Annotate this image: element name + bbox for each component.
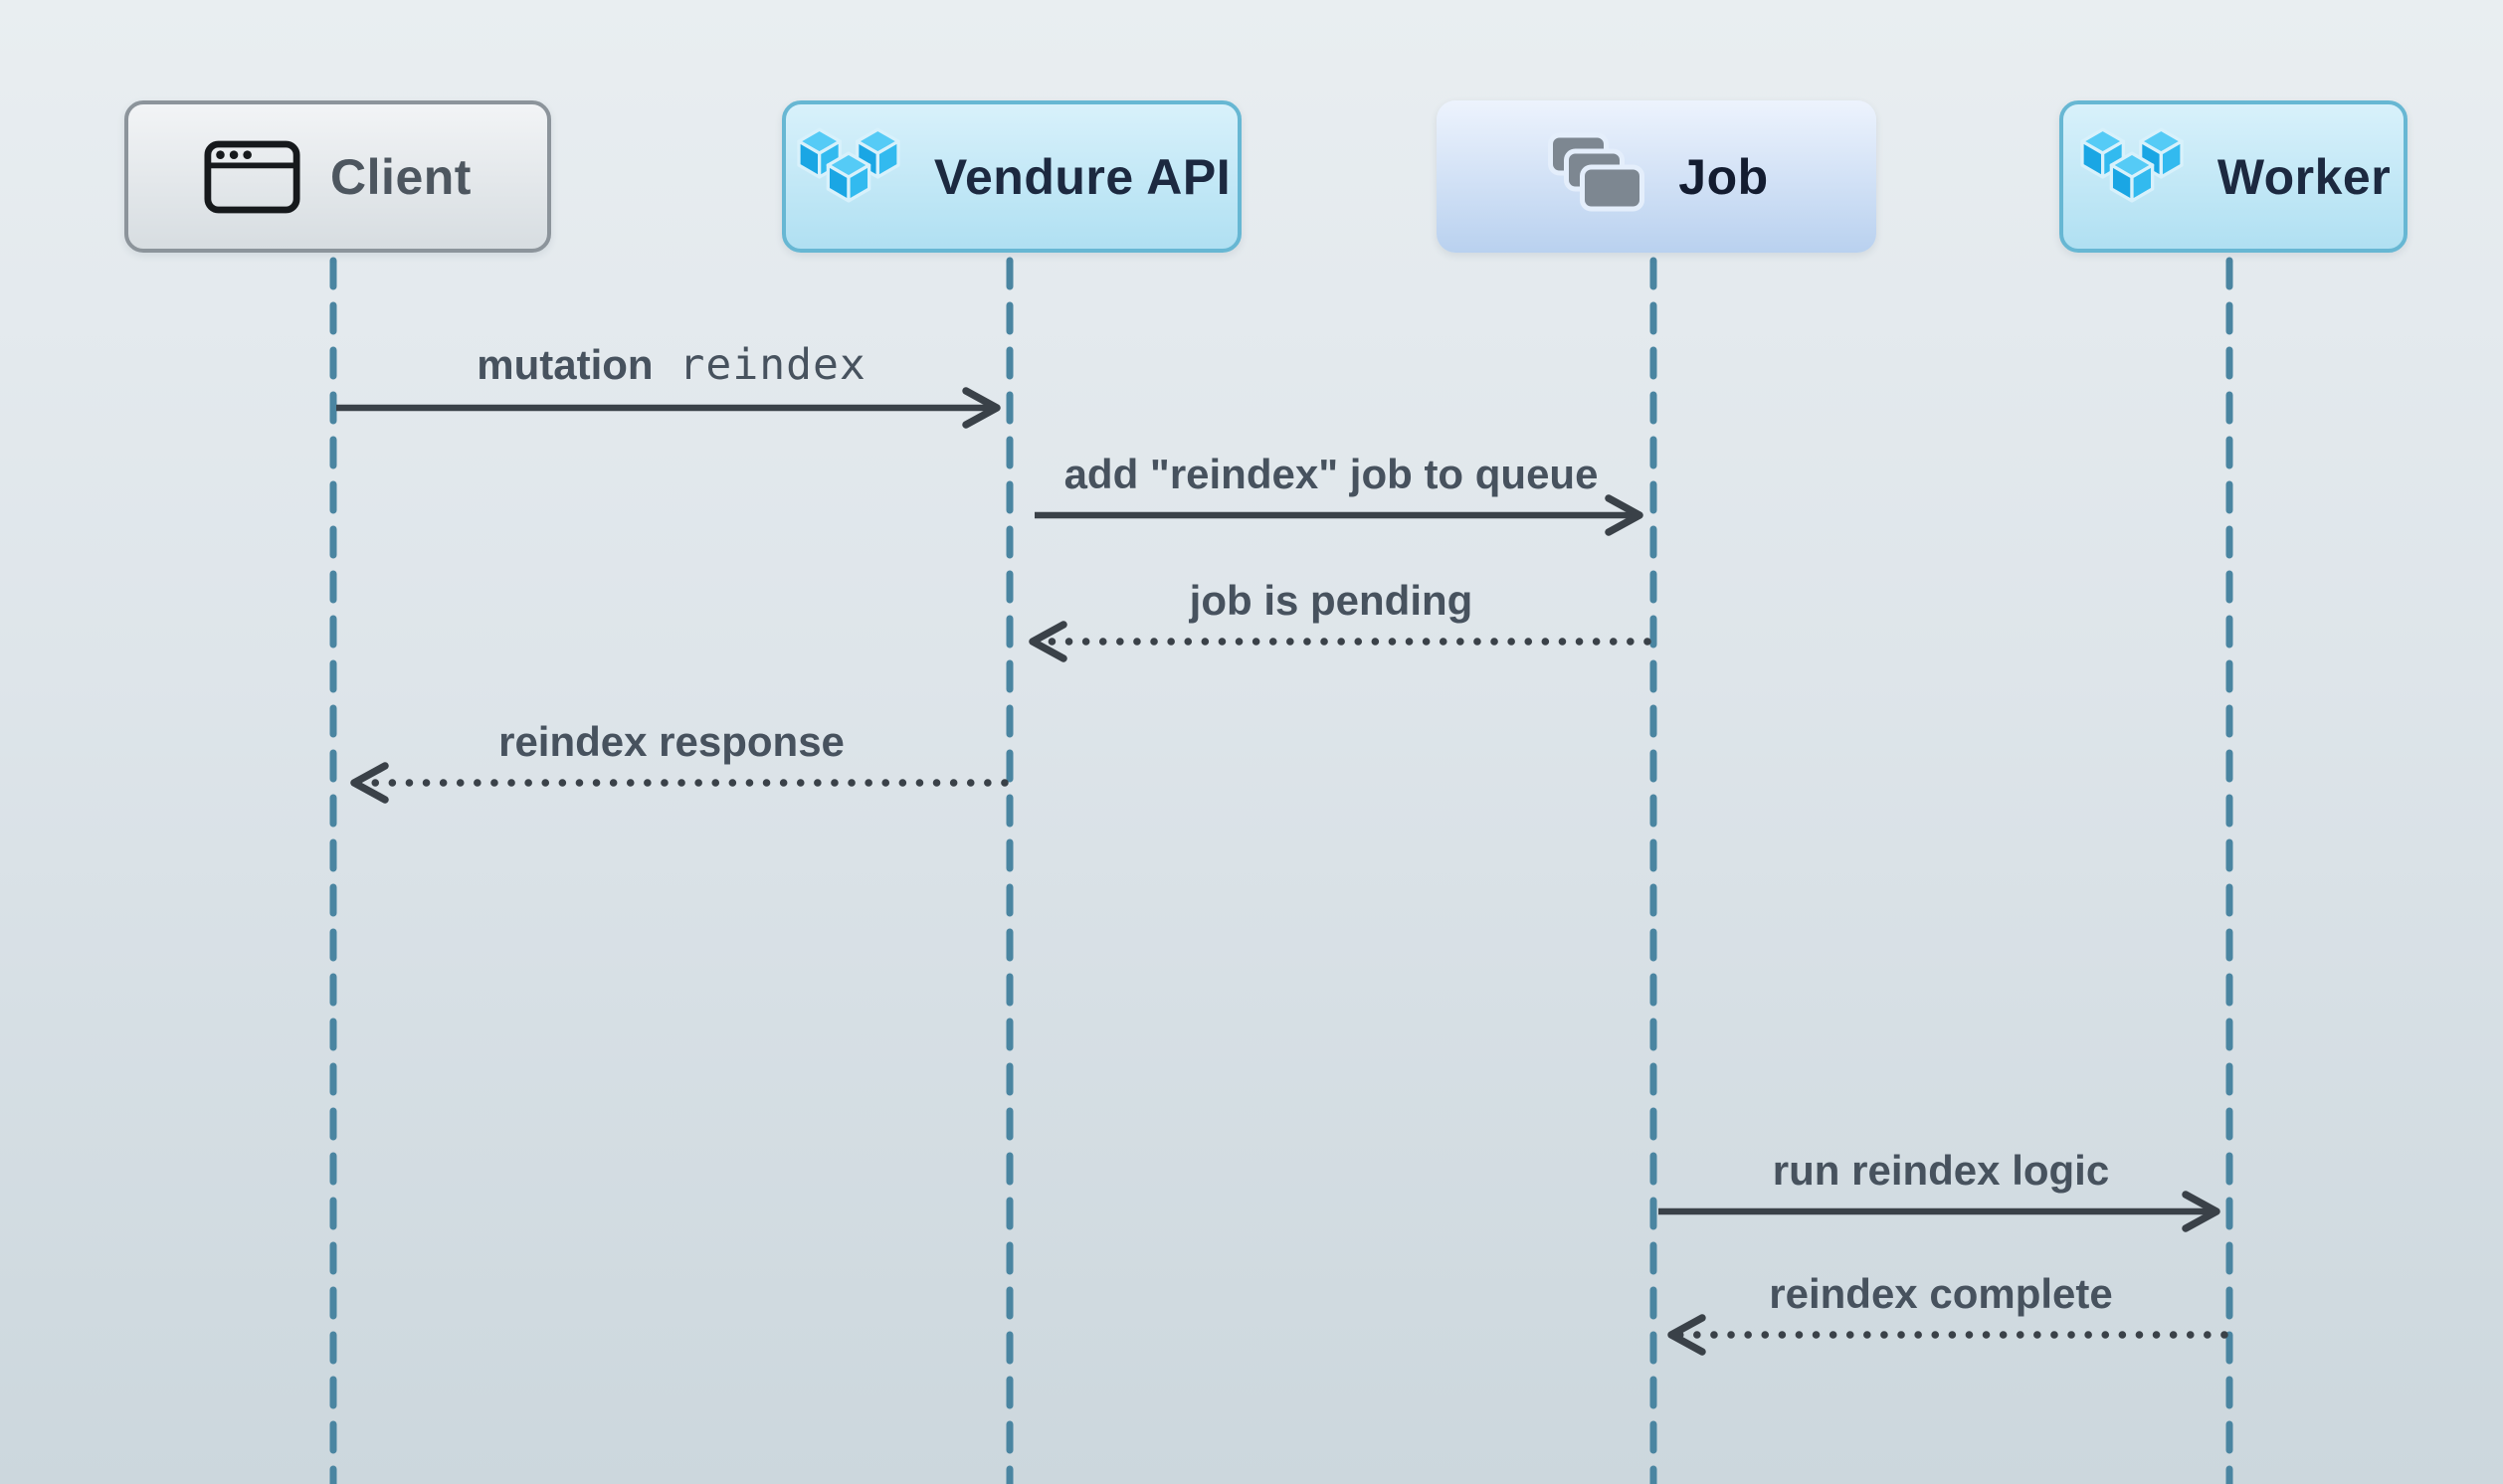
vendure-logo-icon — [797, 127, 900, 203]
participant-vendure-api: Vendure API — [782, 100, 1242, 253]
participant-client: Client — [124, 100, 551, 253]
vendure-logo-icon — [2080, 127, 2184, 203]
participant-label-worker: Worker — [2216, 148, 2392, 205]
message-run-reindex-logic: run reindex logic — [1772, 1147, 2110, 1194]
message-job-is-pending: job is pending — [1189, 577, 1473, 624]
message-reindex-response: reindex response — [498, 718, 845, 765]
browser-window-icon — [204, 140, 300, 213]
participant-job: Job — [1437, 100, 1876, 253]
participant-label-job: Job — [1678, 148, 1769, 205]
message-label: mutation — [477, 341, 654, 388]
participant-label-vendure-api: Vendure API — [933, 148, 1232, 205]
participant-label-client: Client — [330, 148, 472, 205]
message-add-reindex-job: add "reindex" job to queue — [1063, 451, 1599, 497]
stacked-cards-icon — [1548, 132, 1645, 211]
participant-worker: Worker — [2059, 100, 2407, 253]
message-code: reindex — [678, 340, 866, 390]
message-reindex-complete: reindex complete — [1769, 1270, 2113, 1317]
